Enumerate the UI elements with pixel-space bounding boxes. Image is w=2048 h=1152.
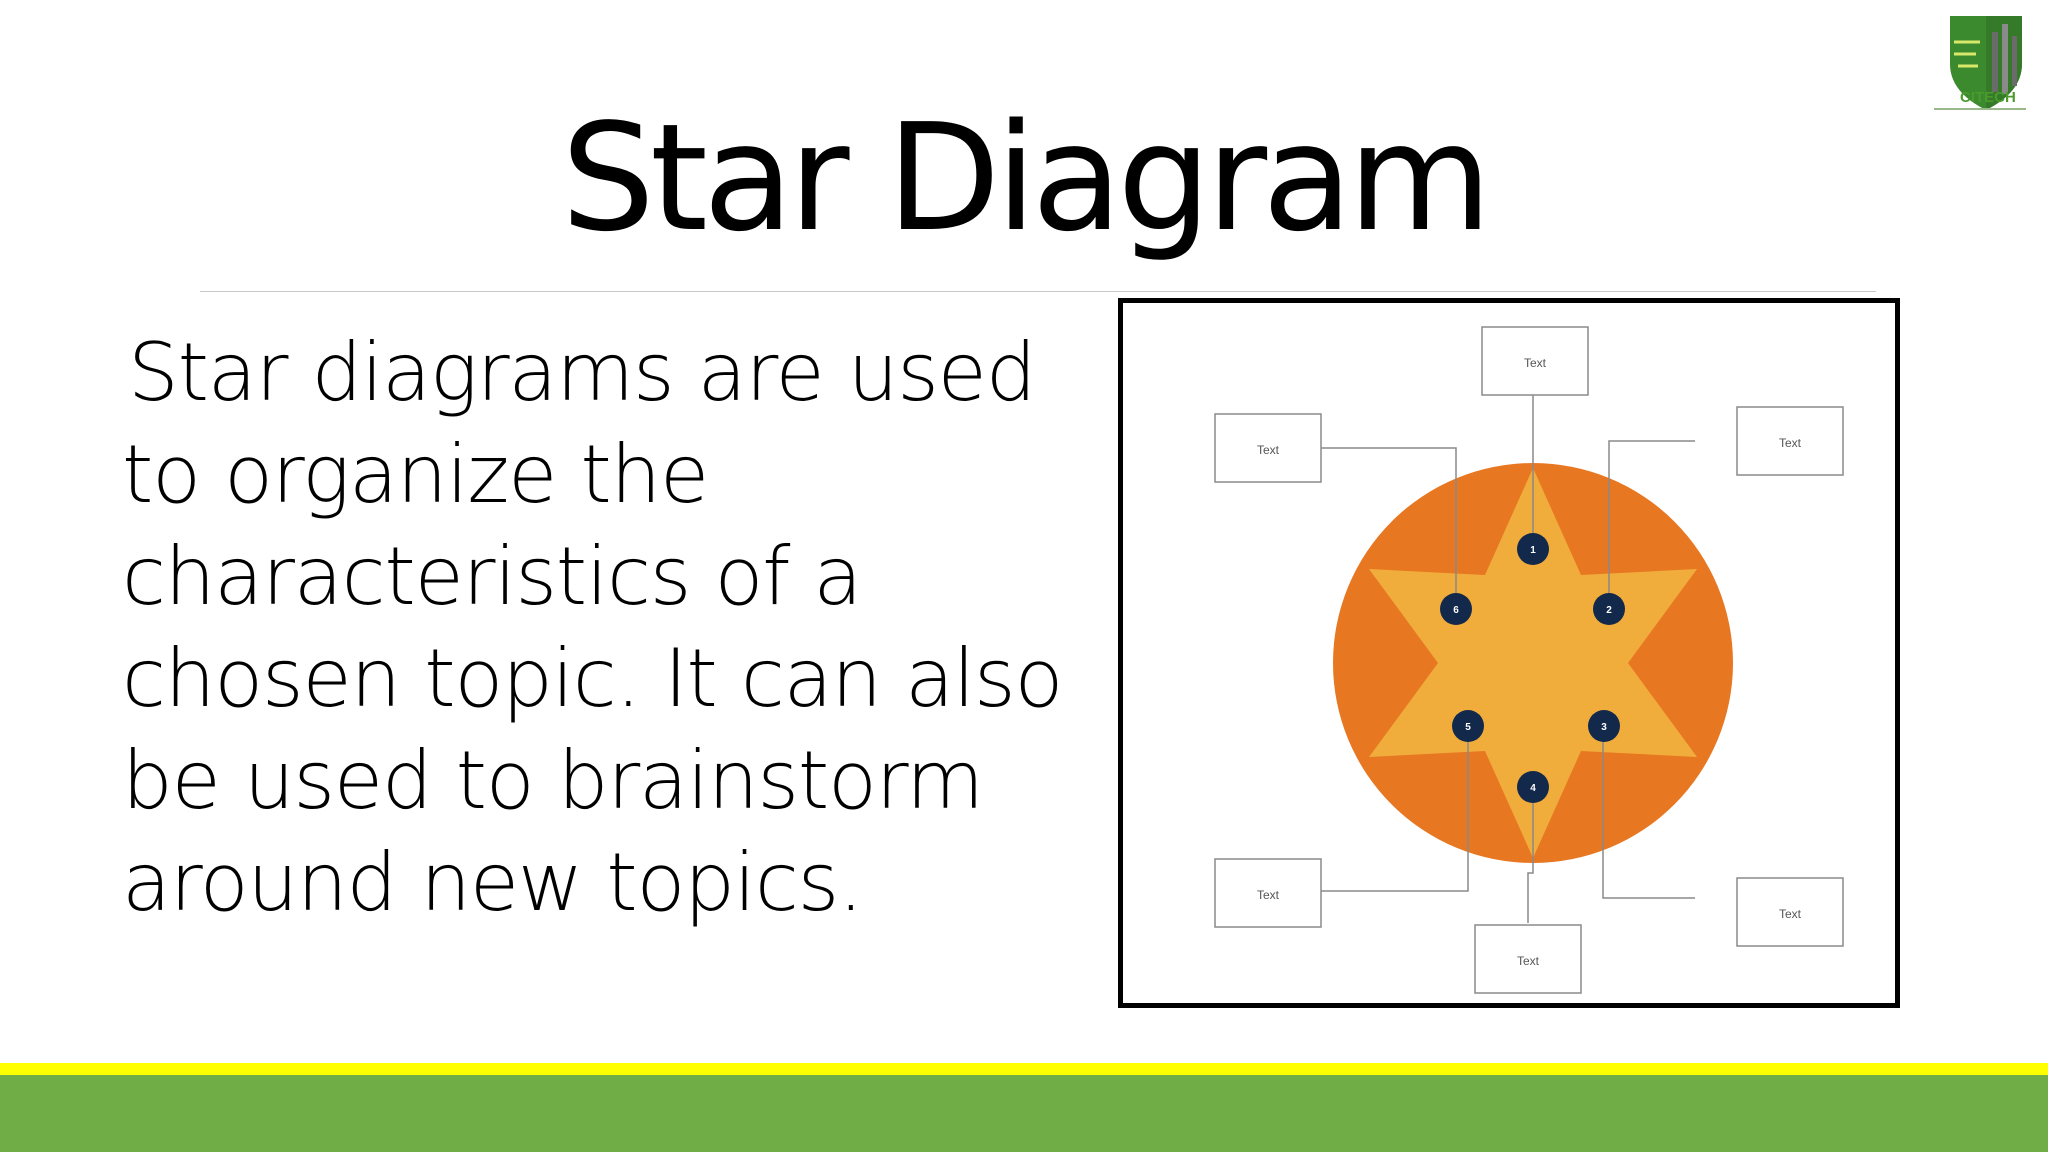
footer-green-band — [0, 1075, 2048, 1152]
diagram-node: 5 — [1452, 710, 1484, 742]
footer-yellow-band — [0, 1063, 2048, 1075]
diagram-node: 3 — [1588, 710, 1620, 742]
svg-text:6: 6 — [1453, 605, 1459, 616]
svg-text:Text: Text — [1779, 436, 1802, 450]
svg-text:Text: Text — [1517, 954, 1540, 968]
diagram-text-box: Text — [1736, 877, 1844, 947]
diagram-text-box: Text — [1214, 413, 1322, 483]
slide-title: Star Diagram — [561, 92, 1492, 264]
diagram-text-box: Text — [1214, 858, 1322, 928]
slide-body-text: Star diagrams are used to organize the c… — [122, 326, 1063, 929]
svg-text:Text: Text — [1257, 888, 1280, 902]
svg-text:Text: Text — [1524, 356, 1547, 370]
svg-text:5: 5 — [1465, 722, 1471, 733]
logo-text: CITECH — [1960, 89, 2016, 106]
svg-text:Text: Text — [1257, 443, 1280, 457]
diagram-node: 4 — [1517, 771, 1549, 803]
star-diagram: Text Text Text Text Text Text 1 2 — [1214, 326, 1844, 994]
diagram-node: 1 — [1517, 533, 1549, 565]
citech-logo: CITECH — [1934, 16, 2026, 110]
diagram-text-box: Text — [1474, 924, 1582, 994]
diagram-star — [1369, 468, 1697, 858]
svg-text:Text: Text — [1779, 907, 1802, 921]
diagram-connectors — [1313, 373, 1695, 923]
diagram-node: 2 — [1593, 593, 1625, 625]
svg-text:1: 1 — [1530, 545, 1536, 556]
svg-text:3: 3 — [1601, 722, 1607, 733]
title-divider — [200, 291, 1876, 292]
svg-text:2: 2 — [1606, 605, 1612, 616]
diagram-text-box: Text — [1481, 326, 1589, 396]
svg-text:4: 4 — [1530, 783, 1536, 794]
diagram-node: 6 — [1440, 593, 1472, 625]
diagram-text-box: Text — [1736, 406, 1844, 476]
star-diagram-image: Text Text Text Text Text Text 1 2 — [1118, 298, 1900, 1008]
